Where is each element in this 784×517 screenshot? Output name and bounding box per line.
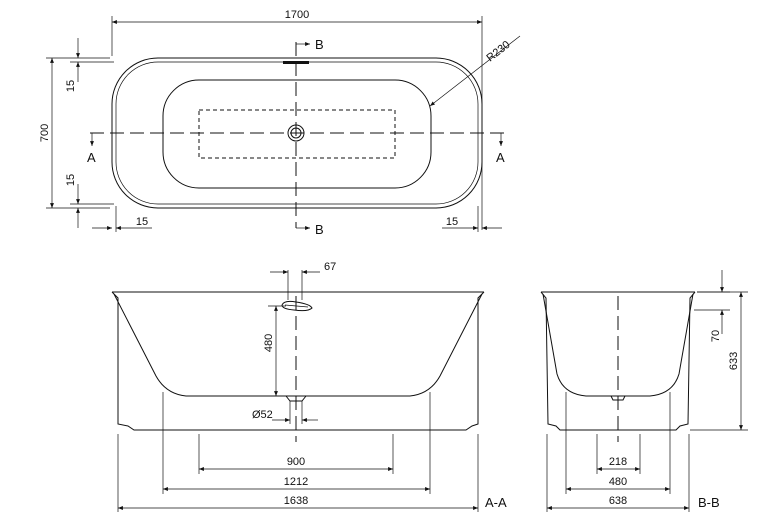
section-aa-overflow-icon <box>281 300 313 312</box>
overflow-icon <box>283 61 309 64</box>
dim-width: 700 <box>39 124 51 142</box>
section-bb-label: B-B <box>698 495 720 510</box>
dim-edge-left: 15 <box>136 216 148 228</box>
dim-218: 218 <box>609 456 627 468</box>
section-aa-inner-basin <box>113 293 483 397</box>
dim-drain-diameter: Ø52 <box>252 409 273 421</box>
section-marker-b-bottom: B <box>315 222 324 237</box>
dim-edge-right: 15 <box>446 216 458 228</box>
dim-length: 1700 <box>285 9 309 21</box>
dim-edge-bottom: 15 <box>65 174 77 186</box>
section-aa-label: A-A <box>485 495 507 510</box>
tub-floor-outline <box>198 109 396 159</box>
dim-1638: 1638 <box>284 495 308 507</box>
drain-icon <box>287 124 305 142</box>
section-marker-a-right: A <box>496 150 505 165</box>
dim-total-height: 633 <box>728 352 740 370</box>
dim-overflow-width: 67 <box>324 261 336 273</box>
section-marker-b-top: B <box>315 37 324 52</box>
dim-1212: 1212 <box>284 476 308 488</box>
dim-900: 900 <box>287 456 305 468</box>
section-bb-view: 70 633 218 480 638 B-B <box>540 270 748 512</box>
dim-overflow-height: 480 <box>263 334 275 352</box>
dim-638: 638 <box>609 495 627 507</box>
tub-inner-basin <box>162 79 432 189</box>
top-view: 1700 700 15 15 15 15 R230 A A <box>39 9 521 237</box>
section-marker-a-left: A <box>87 150 96 165</box>
section-aa-view: 67 480 Ø52 900 1212 1638 A-A <box>111 261 507 512</box>
dim-480-bb: 480 <box>609 476 627 488</box>
dim-radius: R230 <box>484 39 512 65</box>
dim-edge-top: 15 <box>65 80 77 92</box>
section-aa-outer-profile <box>111 291 485 431</box>
dim-rim-height: 70 <box>710 330 722 342</box>
